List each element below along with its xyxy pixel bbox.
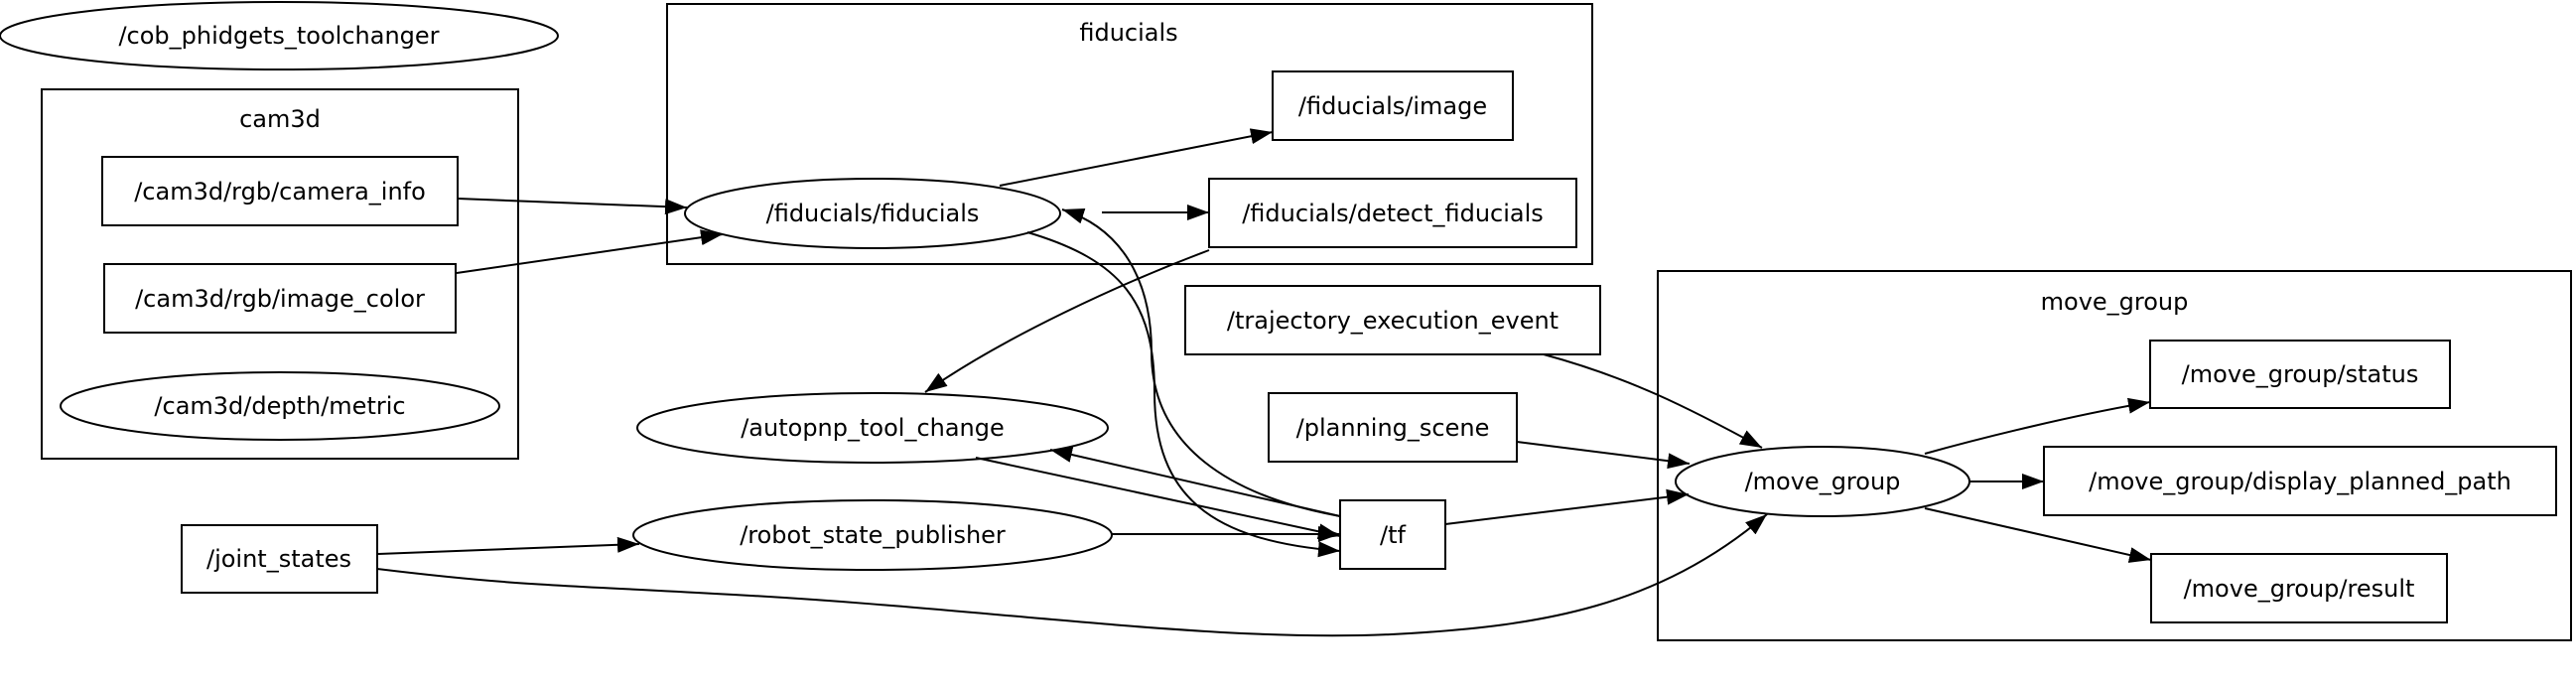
edge-fiducials-to-image[interactable]	[999, 128, 1274, 187]
cluster-move-group-box	[1657, 270, 2572, 641]
node-tf[interactable]: /tf	[1339, 499, 1446, 570]
cluster-move-group: move_group	[1657, 270, 2572, 641]
node-move-group-display-planned-path[interactable]: /move_group/display_planned_path	[2043, 446, 2557, 516]
node-move-group-status[interactable]: /move_group/status	[2149, 340, 2451, 409]
node-shape-box	[181, 524, 378, 594]
node-shape-box	[1339, 499, 1446, 570]
cluster-fiducials-box	[666, 3, 1593, 265]
node-cam3d-depth-metric[interactable]: /cam3d/depth/metric	[60, 371, 500, 441]
edge-camera-info-to-fiducials[interactable]	[457, 198, 688, 215]
node-label: /tf	[1380, 521, 1406, 549]
node-label: /cam3d/rgb/image_color	[135, 285, 425, 313]
edge-joint-states-to-robot-state-publisher[interactable]	[376, 536, 640, 555]
node-label: /fiducials/fiducials	[766, 200, 980, 227]
node-fiducials-fiducials[interactable]: /fiducials/fiducials	[684, 178, 1061, 249]
edge-fiducials-to-tf[interactable]	[1026, 231, 1341, 558]
edge-move-group-to-status[interactable]	[1924, 397, 2151, 455]
node-trajectory-execution-event[interactable]: /trajectory_execution_event	[1184, 285, 1601, 355]
cluster-move-group-label: move_group	[2041, 288, 2189, 316]
node-label: /planning_scene	[1296, 414, 1490, 442]
node-shape-ellipse	[60, 371, 500, 441]
node-shape-ellipse	[0, 1, 559, 70]
edge-planning-scene-to-move-group[interactable]	[1516, 441, 1691, 470]
node-cob-phidgets-toolchanger[interactable]: /cob_phidgets_toolchanger	[0, 1, 559, 70]
edge-move-group-to-result[interactable]	[1924, 507, 2152, 563]
cluster-fiducials: fiducials	[666, 3, 1593, 265]
node-label: /cam3d/depth/metric	[154, 392, 405, 420]
node-shape-box	[1272, 70, 1514, 141]
node-cam3d-camera-info[interactable]: /cam3d/rgb/camera_info	[101, 156, 459, 226]
cluster-cam3d-label: cam3d	[239, 105, 321, 133]
node-planning-scene[interactable]: /planning_scene	[1268, 392, 1518, 463]
node-label: /move_group/status	[2182, 360, 2419, 388]
node-shape-box	[2150, 553, 2448, 623]
node-shape-ellipse	[684, 178, 1061, 249]
node-label: /cam3d/rgb/camera_info	[134, 178, 426, 206]
node-label: /cob_phidgets_toolchanger	[118, 22, 439, 50]
node-cam3d-image-color[interactable]: /cam3d/rgb/image_color	[103, 263, 457, 334]
node-label: /move_group	[1745, 468, 1901, 495]
node-move-group-result[interactable]: /move_group/result	[2150, 553, 2448, 623]
node-label: /joint_states	[206, 545, 351, 573]
nodes: /cob_phidgets_toolchanger /cam3d/rgb/cam…	[0, 1, 2557, 623]
edge-tf-to-autopnp[interactable]	[1049, 447, 1341, 517]
node-shape-box	[101, 156, 459, 226]
node-label: /move_group/result	[2184, 575, 2415, 603]
node-label: /trajectory_execution_event	[1227, 307, 1559, 335]
node-shape-box	[103, 263, 457, 334]
node-robot-state-publisher[interactable]: /robot_state_publisher	[632, 499, 1113, 571]
node-label: /robot_state_publisher	[740, 521, 1006, 549]
node-shape-box	[2043, 446, 2557, 516]
node-shape-box	[2149, 340, 2451, 409]
node-fiducials-image[interactable]: /fiducials/image	[1272, 70, 1514, 141]
node-shape-ellipse	[636, 392, 1109, 464]
node-label: /fiducials/image	[1298, 92, 1487, 120]
node-label: /fiducials/detect_fiducials	[1242, 200, 1544, 227]
edge-joint-states-to-move-group[interactable]	[376, 513, 1768, 637]
node-shape-box	[1268, 392, 1518, 463]
cluster-cam3d: cam3d	[41, 88, 519, 460]
node-shape-box	[1184, 285, 1601, 355]
node-shape-ellipse	[632, 499, 1113, 571]
node-fiducials-detect-fiducials[interactable]: /fiducials/detect_fiducials	[1208, 178, 1577, 248]
node-shape-ellipse	[1675, 446, 1970, 517]
edge-detect-to-autopnp[interactable]	[924, 249, 1210, 393]
edge-trajectory-execution-event-to-move-group[interactable]	[1543, 353, 1763, 449]
node-label: /autopnp_tool_change	[741, 414, 1005, 442]
node-move-group[interactable]: /move_group	[1675, 446, 1970, 517]
node-label: /move_group/display_planned_path	[2089, 468, 2511, 495]
edge-tf-to-move-group[interactable]	[1444, 488, 1690, 525]
edge-image-color-to-fiducials[interactable]	[456, 229, 724, 274]
node-autopnp-tool-change[interactable]: /autopnp_tool_change	[636, 392, 1109, 464]
edges	[376, 128, 2152, 637]
edge-tf-to-fiducials[interactable]	[1061, 208, 1341, 517]
edge-autopnp-to-tf[interactable]	[975, 457, 1341, 540]
node-shape-box	[1208, 178, 1577, 248]
cluster-cam3d-box	[41, 88, 519, 460]
node-joint-states[interactable]: /joint_states	[181, 524, 378, 594]
cluster-fiducials-label: fiducials	[1079, 19, 1177, 47]
